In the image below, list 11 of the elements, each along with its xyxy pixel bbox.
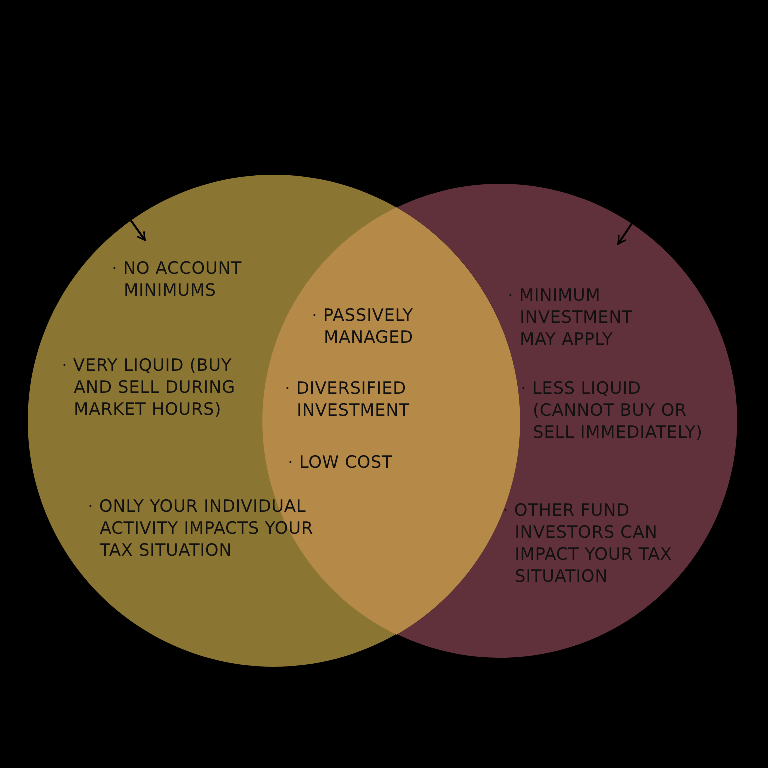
bullet-point: · OTHER FUND INVESTORS CAN IMPACT YOUR TAX SITUATION <box>502 500 674 588</box>
bullet-point: · PASSIVELY MANAGED <box>312 304 414 350</box>
bullet-point: · ONLY YOUR INDIVIDUAL ACTIVITY IMPACTS YOUR TAX SITUATION <box>88 496 314 562</box>
bullet-point: · MINIMUM INVESTMENT MAY APPLY <box>508 285 634 352</box>
bullet-point: · LOW COST <box>288 452 394 474</box>
arrow <box>618 223 633 245</box>
arrow <box>130 220 146 242</box>
bullet-point: · LESS LIQUID (CANNOT BUY OR SELL IMMEDIATELY) <box>520 378 704 444</box>
bullet-point: · NO ACCOUNT MINIMUMS <box>112 258 243 302</box>
bullet-point: · VERY LIQUID (BUY AND SELL DURING MARKET HOURS) <box>62 355 236 422</box>
bullet-point: · DIVERSIFIED INVESTMENT <box>285 378 411 422</box>
